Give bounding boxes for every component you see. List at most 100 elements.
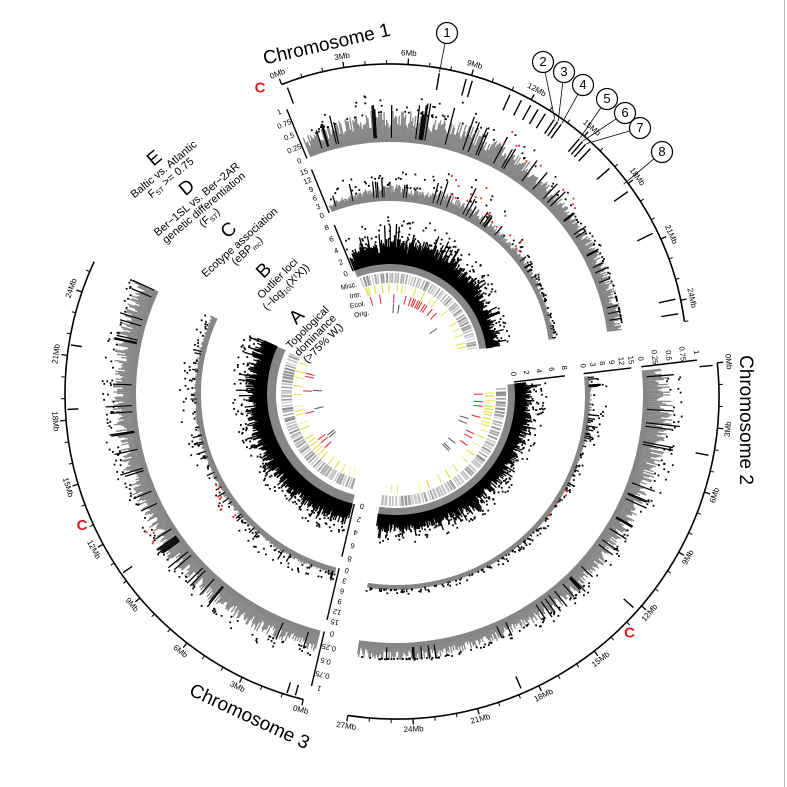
bar — [129, 466, 143, 472]
point — [395, 178, 397, 181]
point — [310, 129, 313, 132]
point — [665, 478, 667, 481]
misc-segment — [365, 275, 371, 286]
bar — [238, 601, 245, 611]
ecol-mark — [414, 300, 419, 309]
point — [110, 332, 112, 334]
point — [365, 182, 367, 185]
ecol-mark — [417, 301, 423, 311]
point — [529, 418, 532, 421]
bar — [483, 149, 490, 159]
point — [461, 101, 464, 104]
bar — [531, 607, 538, 616]
bar — [126, 310, 145, 318]
bar — [408, 111, 412, 139]
point — [250, 445, 253, 447]
bar — [566, 219, 573, 225]
point — [259, 456, 262, 458]
point — [187, 388, 190, 390]
point — [383, 658, 386, 661]
major-tick — [583, 131, 589, 137]
scale-tick-label: 12 — [302, 175, 313, 186]
bar — [449, 202, 453, 209]
point — [364, 181, 366, 183]
point — [522, 446, 525, 449]
bar — [365, 645, 367, 650]
point — [477, 285, 480, 288]
bar — [489, 226, 493, 232]
bar — [429, 192, 434, 203]
point — [184, 377, 187, 380]
bar — [283, 550, 286, 554]
bar — [429, 196, 432, 203]
point — [351, 189, 354, 192]
bar — [359, 192, 363, 200]
bar — [528, 176, 538, 188]
point — [316, 511, 319, 514]
bar — [647, 405, 661, 408]
point — [502, 321, 505, 324]
point — [509, 478, 512, 481]
bar — [122, 376, 133, 379]
point — [495, 331, 498, 334]
bar — [491, 229, 496, 234]
bar — [161, 531, 174, 541]
bar — [486, 140, 498, 161]
bar — [461, 638, 467, 650]
bar — [546, 514, 548, 516]
point — [192, 412, 195, 415]
bar — [444, 200, 448, 208]
bar — [207, 322, 211, 325]
point — [106, 422, 109, 424]
point — [540, 527, 542, 530]
bar — [357, 644, 360, 655]
bar — [173, 554, 192, 571]
bar — [116, 334, 138, 341]
point — [110, 426, 113, 429]
bar — [118, 417, 133, 420]
point — [663, 448, 666, 451]
axis-tick-label: 24Mb — [403, 724, 424, 734]
point — [528, 256, 530, 258]
point — [257, 535, 260, 537]
point — [596, 378, 599, 381]
point — [424, 586, 426, 589]
point — [253, 343, 255, 345]
point — [498, 312, 500, 314]
point — [378, 229, 380, 232]
bar — [118, 412, 133, 415]
major-tick — [61, 353, 68, 356]
point — [204, 323, 207, 326]
bar — [522, 172, 530, 183]
misc-segment — [283, 412, 295, 417]
bar — [582, 442, 586, 445]
bar — [454, 206, 458, 212]
point — [388, 238, 390, 240]
bar — [645, 429, 659, 433]
bar — [635, 471, 650, 478]
fst-outlier-mark — [521, 104, 532, 121]
point — [113, 463, 116, 466]
bar — [578, 568, 588, 578]
misc-segment — [412, 276, 417, 287]
scale-tick-label: 0 — [296, 156, 303, 166]
point — [128, 281, 131, 284]
point — [492, 312, 495, 315]
point — [498, 484, 501, 487]
bar — [214, 478, 218, 481]
point — [578, 473, 581, 476]
point — [591, 437, 594, 440]
point — [672, 445, 675, 447]
misc-segment — [481, 446, 492, 453]
point — [542, 621, 544, 624]
bar — [310, 140, 316, 152]
bar — [436, 124, 442, 143]
bar — [331, 195, 337, 207]
bar — [554, 589, 561, 597]
bar — [543, 598, 555, 614]
misc-segment — [462, 329, 473, 335]
bar — [579, 566, 590, 576]
bar — [578, 238, 582, 242]
bar — [375, 646, 378, 656]
bar — [362, 645, 365, 655]
